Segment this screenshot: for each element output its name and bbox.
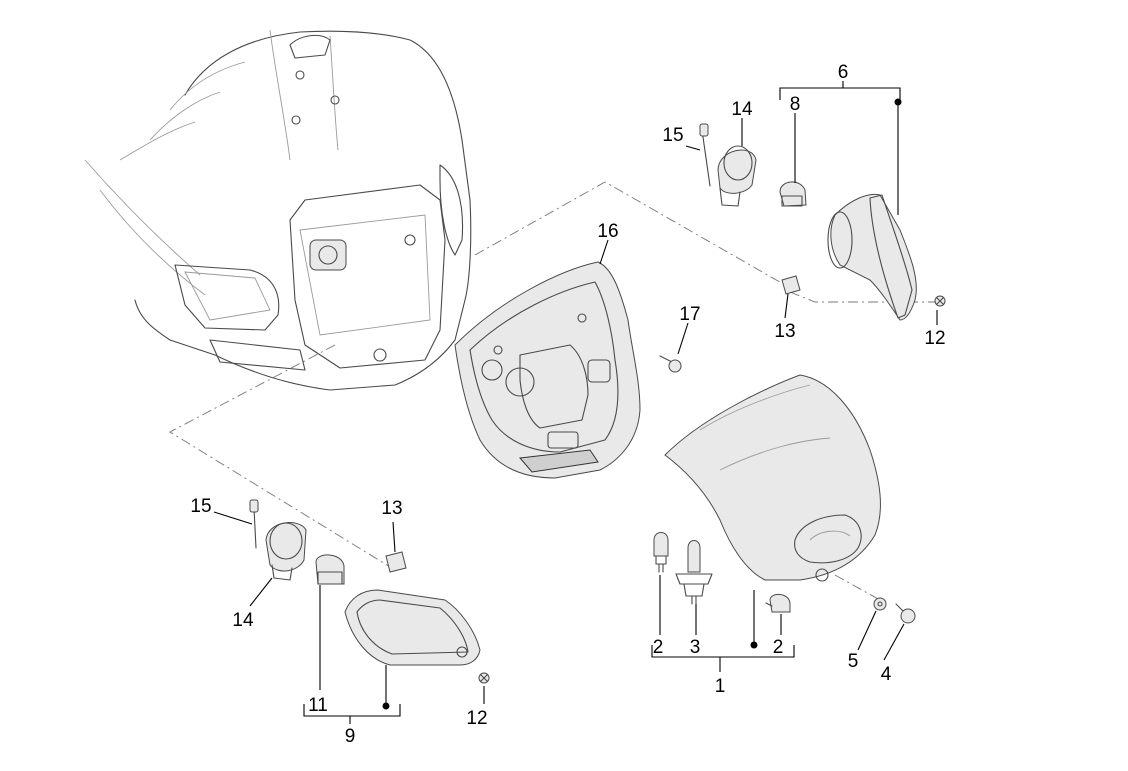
clip-nut-13-top	[781, 275, 801, 295]
reference-dots	[382, 98, 902, 710]
callout-3: 3	[690, 637, 701, 658]
left-indicator-lens	[344, 589, 481, 666]
leader-lines	[213, 81, 938, 724]
callout-13-bottom: 13	[381, 498, 402, 519]
clip-nut-13-bottom	[385, 551, 407, 573]
callout-12-top: 12	[924, 328, 945, 349]
callout-15-bottom: 15	[190, 496, 211, 517]
rivet-15-bottom	[249, 499, 259, 549]
screw-12-bottom	[478, 672, 490, 684]
callout-12-bottom: 12	[466, 708, 487, 729]
bulb-socket-14-top	[717, 145, 757, 207]
screw-12-top	[934, 295, 946, 307]
bulb-right-2	[765, 594, 791, 613]
callout-13-top: 13	[774, 321, 795, 342]
callout-14-top: 14	[731, 99, 753, 120]
callout-11: 11	[308, 695, 328, 716]
callout-9: 9	[345, 726, 356, 747]
rivet-15-top	[699, 123, 711, 187]
callout-5: 5	[848, 651, 859, 672]
indicator-bulb-8	[779, 181, 807, 207]
callout-2-right: 2	[773, 637, 784, 658]
right-indicator-lens	[827, 193, 917, 321]
callout-16: 16	[597, 221, 618, 242]
bulb-left-2	[653, 532, 669, 573]
callout-2-left: 2	[653, 637, 664, 658]
screw-4	[895, 603, 916, 624]
callout-labels: 6 8 14 15 16 17 13 12 15 13 14 2 3 2 5 4…	[190, 62, 945, 747]
bulb-socket-14-bottom	[265, 522, 307, 581]
rear-body-shell	[84, 29, 472, 391]
rear-lens-cover	[664, 374, 881, 582]
bulb-h4-3	[675, 540, 713, 605]
callout-6: 6	[838, 62, 849, 83]
screw-17	[659, 355, 682, 373]
indicator-bulb-11	[315, 554, 345, 585]
washer-5	[873, 597, 887, 611]
callout-15-top: 15	[662, 125, 683, 146]
callout-17: 17	[679, 304, 700, 325]
callout-1: 1	[715, 676, 726, 697]
callout-4: 4	[881, 664, 892, 685]
callout-14-bottom: 14	[232, 610, 254, 631]
callout-8: 8	[790, 94, 801, 115]
tail-light-housing	[454, 261, 641, 479]
